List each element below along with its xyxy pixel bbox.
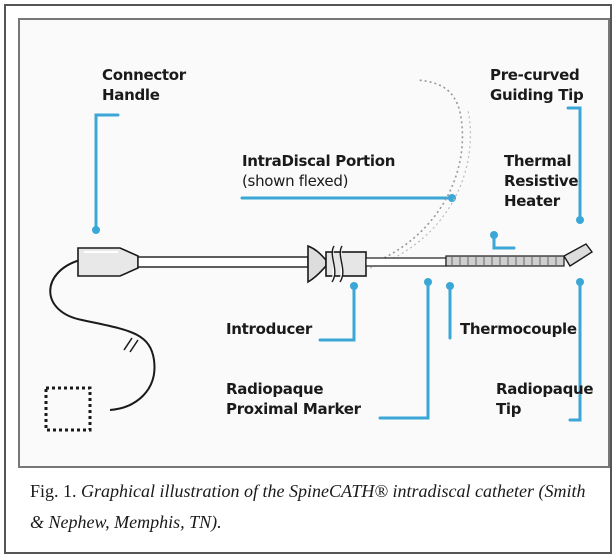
flexed-catheter-dotted-outer	[369, 109, 472, 269]
flexed-catheter-dotted	[365, 79, 464, 267]
catheter-diagram: Connector Handle Pre-curved Guiding Tip …	[44, 66, 598, 432]
figure-frame: Connector Handle Pre-curved Guiding Tip …	[4, 4, 612, 554]
introducer-break-marks	[331, 245, 344, 283]
label-pre-curved-guiding-tip: Pre-curved Guiding Tip	[490, 66, 584, 104]
pre-curved-tip-shape	[563, 243, 594, 267]
label-radiopaque-proximal-marker: Radiopaque Proximal Marker	[226, 380, 362, 418]
leader-radiopaque-tip	[568, 280, 582, 422]
caption-label: Fig. 1.	[30, 481, 77, 501]
label-intradiscal-portion: IntraDiscal Portion (shown flexed)	[242, 152, 400, 190]
distal-shaft	[365, 257, 447, 267]
figure-caption: Fig. 1. Graphical illustration of the Sp…	[18, 468, 610, 560]
connector-plug-dotted	[44, 386, 92, 432]
diagram-panel: Connector Handle Pre-curved Guiding Tip …	[18, 18, 610, 468]
label-connector-handle: Connector Handle	[102, 66, 191, 104]
leader-connector-handle	[94, 113, 120, 232]
caption-text: Graphical illustration of the SpineCATH®…	[30, 481, 586, 532]
introducer-hub-shape	[307, 244, 327, 284]
label-introducer: Introducer	[226, 320, 313, 338]
leader-lines	[94, 106, 582, 422]
label-thermal-resistive-heater: Thermal Resistive Heater	[504, 152, 583, 210]
label-thermocouple: Thermocouple	[460, 320, 577, 338]
connector-cable	[49, 259, 156, 411]
thermal-heater-coil	[445, 255, 565, 267]
heater-coil-hatch	[451, 256, 557, 266]
diagram-labels: Connector Handle Pre-curved Guiding Tip …	[102, 66, 598, 418]
leader-pre-curved-tip	[566, 106, 582, 222]
label-radiopaque-tip: Radiopaque Tip	[496, 380, 598, 418]
leader-introducer	[318, 286, 356, 342]
leader-proximal-marker	[378, 280, 430, 420]
catheter-shaft	[137, 256, 309, 268]
leader-thermal-heater	[492, 234, 516, 250]
connector-handle-shape	[77, 247, 139, 277]
cable-break-marks	[123, 337, 139, 353]
